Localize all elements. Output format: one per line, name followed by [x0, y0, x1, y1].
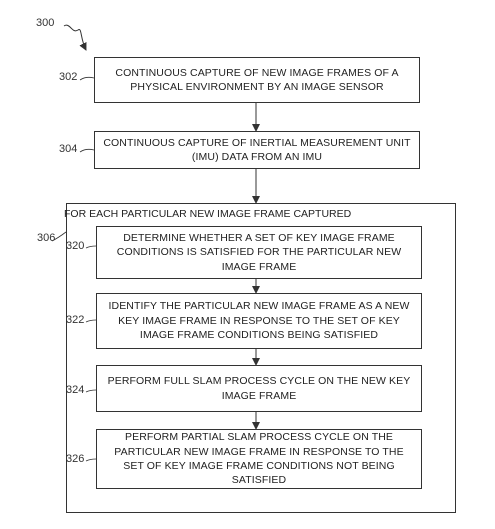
step-320-ref: 320 — [66, 240, 85, 252]
step-304-ref: 304 — [59, 143, 78, 155]
figure-leader-arrow — [63, 24, 87, 51]
ref-leader-322 — [85, 319, 97, 323]
step-320-box: DETERMINE WHETHER A SET OF KEY IMAGE FRA… — [96, 226, 422, 279]
step-322-text: IDENTIFY THE PARTICULAR NEW IMAGE FRAME … — [108, 300, 410, 342]
step-326-box: PERFORM PARTIAL SLAM PROCESS CYCLE ON TH… — [96, 429, 422, 489]
loop-label: FOR EACH PARTICULAR NEW IMAGE FRAME CAPT… — [64, 208, 352, 220]
ref-leader-324 — [85, 389, 97, 393]
step-302-box: CONTINUOUS CAPTURE OF NEW IMAGE FRAMES O… — [94, 57, 420, 103]
step-326-text: PERFORM PARTIAL SLAM PROCESS CYCLE ON TH… — [114, 431, 404, 487]
step-324-text: PERFORM FULL SLAM PROCESS CYCLE ON THE N… — [107, 375, 411, 402]
loop-container — [66, 203, 456, 513]
step-320-text: DETERMINE WHETHER A SET OF KEY IMAGE FRA… — [116, 231, 402, 273]
step-302-ref: 302 — [59, 71, 78, 83]
step-322-box: IDENTIFY THE PARTICULAR NEW IMAGE FRAME … — [96, 293, 422, 349]
ref-leader-302 — [79, 76, 95, 81]
loop-306-ref: 306 — [37, 232, 56, 244]
step-304-text: CONTINUOUS CAPTURE OF INERTIAL MEASUREME… — [103, 136, 411, 163]
figure-ref: 300 — [36, 17, 55, 29]
ref-leader-306 — [51, 231, 67, 242]
ref-leader-326 — [85, 458, 97, 462]
step-322-ref: 322 — [66, 314, 85, 326]
step-326-ref: 326 — [66, 453, 85, 465]
ref-leader-304 — [79, 148, 95, 153]
step-304-box: CONTINUOUS CAPTURE OF INERTIAL MEASUREME… — [94, 131, 420, 169]
step-324-ref: 324 — [66, 384, 85, 396]
step-324-box: PERFORM FULL SLAM PROCESS CYCLE ON THE N… — [96, 365, 422, 412]
step-302-text: CONTINUOUS CAPTURE OF NEW IMAGE FRAMES O… — [115, 66, 399, 93]
ref-leader-320 — [85, 245, 97, 249]
